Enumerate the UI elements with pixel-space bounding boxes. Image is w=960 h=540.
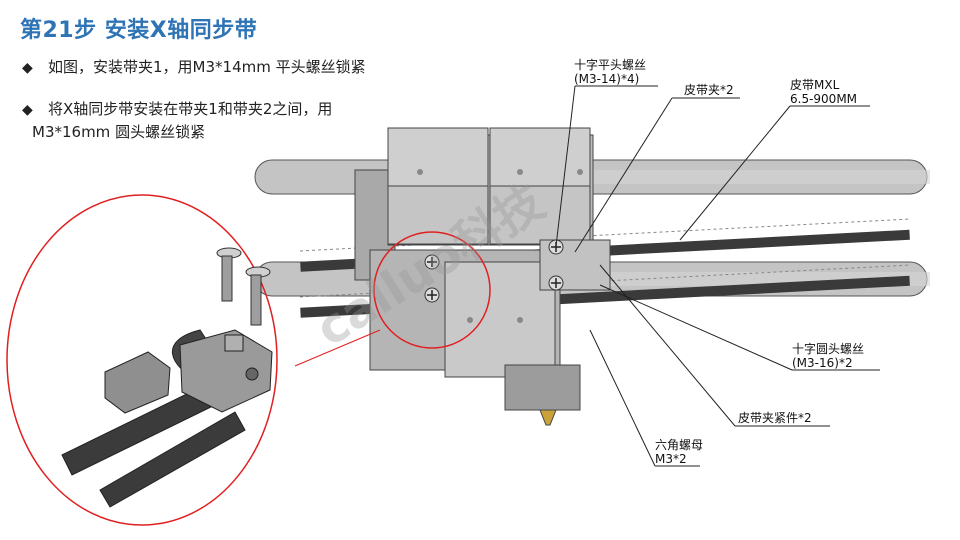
callout-hex-nut-name: 六角螺母 (655, 438, 704, 452)
diamond-bullet-icon: ◆ (22, 102, 33, 118)
x-carriage (354, 127, 611, 426)
detail-belt-clips (104, 329, 273, 414)
instruction-text-1: 如图，安装带夹1，用M3*14mm 平头螺丝锁紧 (48, 58, 366, 76)
page-title: 第21步 安装X轴同步带 (20, 18, 258, 43)
callout-round-screw-name: 十字圆头螺丝 (792, 342, 865, 356)
callout-flat-screw-spec: (M3-14)*4) (574, 72, 640, 86)
detail-highlight-circle (373, 231, 491, 349)
callout-hex-nut-spec: M3*2 (655, 452, 687, 466)
callout-belt-tensioner: 皮带夹紧件*2 (738, 411, 812, 425)
callout-belt-spec: 6.5-900MM (790, 92, 858, 106)
callout-round-screw: 十字圆头螺丝 (M3-16)*2 (792, 342, 864, 370)
callout-belt-tensioner-name: 皮带夹紧件*2 (738, 411, 812, 425)
carriage-screw-heads (424, 239, 564, 303)
callout-belt-name: 皮带MXL (790, 78, 840, 92)
callout-belt-clip: 皮带夹*2 (684, 83, 734, 97)
callout-hex-nut: 六角螺母 M3*2 (655, 438, 703, 466)
detail-connector-line (294, 329, 381, 367)
detail-flat-screws (216, 247, 271, 326)
instruction-bullet-1: ◆ 如图，安装带夹1，用M3*14mm 平头螺丝锁紧 (22, 56, 366, 79)
instruction-text-2b: M3*16mm 圆头螺丝锁紧 (32, 123, 206, 141)
detail-zoom-circle (6, 194, 278, 526)
callout-belt: 皮带MXL 6.5-900MM (790, 78, 857, 106)
callout-round-screw-spec: (M3-16)*2 (792, 356, 853, 370)
callout-flat-screw-name: 十字平头螺丝 (574, 58, 647, 72)
callout-belt-clip-name: 皮带夹*2 (684, 83, 734, 97)
callout-flat-screw: 十字平头螺丝 (M3-14)*4) (574, 58, 646, 86)
instruction-text-2a: 将X轴同步带安装在带夹1和带夹2之间，用 (48, 100, 333, 118)
diamond-bullet-icon: ◆ (22, 60, 33, 76)
instruction-bullet-2: ◆ 将X轴同步带安装在带夹1和带夹2之间，用 M3*16mm 圆头螺丝锁紧 (22, 98, 332, 143)
callout-leader-lines (555, 85, 880, 467)
